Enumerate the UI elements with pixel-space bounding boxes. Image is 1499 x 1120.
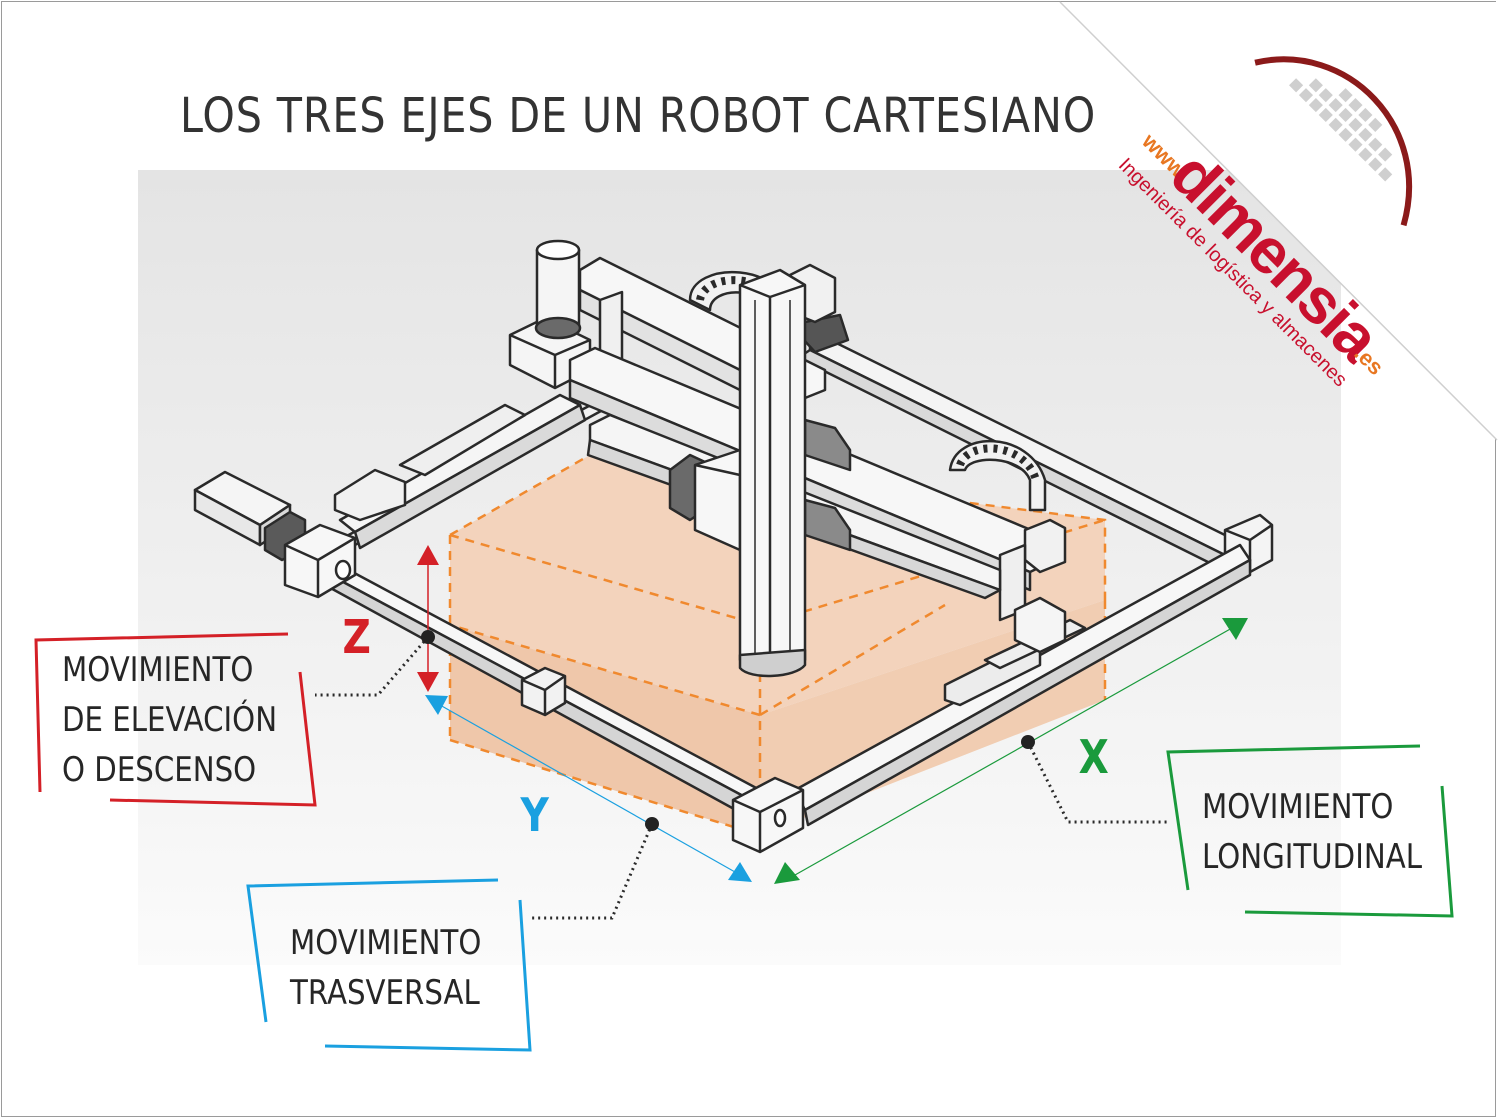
elevation-line-2: DE ELEVACIÓN [62,700,278,740]
elevation-callout-box [34,632,317,807]
x-axis-letter: X [1078,730,1109,784]
x-axis-arrow [774,618,1248,884]
x-leader-dot [1021,735,1035,749]
y-leader-dot [645,817,659,831]
transversal-label: MOVIMIENTO TRASVERSAL [290,918,481,1018]
longitudinal-line-1: MOVIMIENTO [1202,787,1394,827]
y-axis-carriage [193,393,587,599]
elevation-line-1: MOVIMIENTO [62,650,254,690]
longitudinal-line-2: LONGITUDINAL [1202,837,1422,877]
transversal-callout-box [246,878,532,1052]
longitudinal-label: MOVIMIENTO LONGITUDINAL [1202,782,1422,882]
z-axis-column [668,268,807,678]
z-axis-arrow [417,545,439,692]
longitudinal-callout-box [1166,744,1454,918]
elevation-label: MOVIMIENTO DE ELEVACIÓN O DESCENSO [62,645,277,795]
logo-band-edge [1059,1,1498,441]
y-axis-arrow [425,695,752,882]
z-axis-letter: Z [342,610,371,664]
transversal-line-1: MOVIMIENTO [290,923,482,963]
y-axis-letter: Y [520,788,549,842]
diagram-title: LOS TRES EJES DE UN ROBOT CARTESIANO [180,88,1097,144]
transversal-line-2: TRASVERSAL [290,973,480,1013]
z-leader-dot [421,630,435,644]
leader-lines [315,636,1170,920]
elevation-line-3: O DESCENSO [62,750,257,790]
